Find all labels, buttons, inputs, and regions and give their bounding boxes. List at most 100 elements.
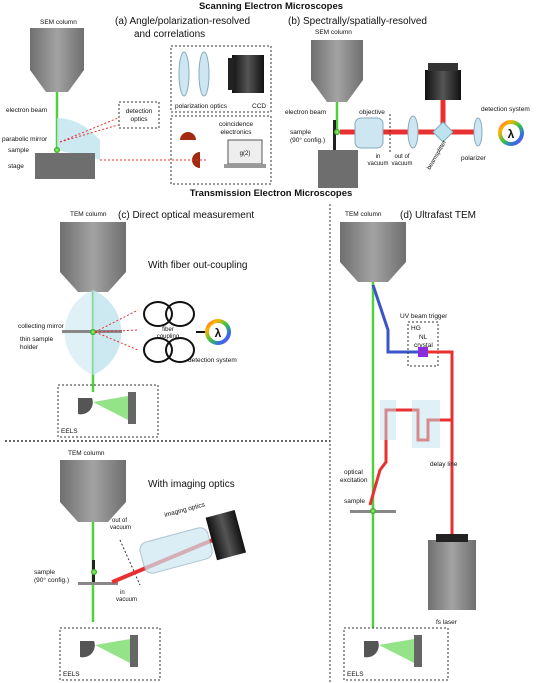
sem-column-b xyxy=(311,40,363,102)
eels-label-d: EELS xyxy=(347,671,364,678)
in-vacuum-label-c-2: vacuum xyxy=(116,597,137,603)
sample-c xyxy=(90,329,96,335)
parabolic-mirror-label: parabolic mirror xyxy=(2,136,48,143)
lens-b xyxy=(407,115,419,149)
thin-sample-label: thin sample xyxy=(20,336,54,343)
eels-beam-c2 xyxy=(95,639,130,663)
g2-label: g(2) xyxy=(240,151,251,157)
tem-column-label-c2: TEM column xyxy=(68,450,105,457)
electron-beam-label-a: electron beam xyxy=(6,107,47,114)
sem-column-label: SEM column xyxy=(40,19,77,26)
sem-column-label-b: SEM column xyxy=(315,29,352,36)
ray-c1 xyxy=(94,309,139,333)
coincidence-label-2: electronics xyxy=(220,129,252,136)
tem-column-c2 xyxy=(60,460,126,522)
sample-holder-c2 xyxy=(78,582,118,585)
eels-beam-d xyxy=(379,639,414,663)
thin-sample-label-2: holder xyxy=(20,344,39,351)
tem-header: Transmission Electron Microscopes xyxy=(190,188,353,199)
collecting-mirror-label: collecting mirror xyxy=(18,323,65,330)
eels-detector-c2 xyxy=(130,635,138,667)
fs-laser-label: fs laser xyxy=(436,619,458,626)
spectrometer-icon-b-inner xyxy=(502,124,520,142)
stage-label: stage xyxy=(8,163,24,170)
sample-label-c2-2: (90° config.) xyxy=(34,576,69,584)
imaging-optics-group xyxy=(111,509,247,584)
sample-label-a: sample xyxy=(8,147,29,154)
imaging-optics-tube xyxy=(139,527,213,574)
sem-header: Scanning Electron Microscopes xyxy=(199,1,343,12)
eels-magnet-d xyxy=(364,641,379,658)
hg-label: HG xyxy=(411,325,421,332)
polarizer-label: polarizer xyxy=(461,155,487,162)
detection-optics-label-2: optics xyxy=(131,116,149,123)
fs-laser-path xyxy=(428,350,454,540)
out-vacuum-label-b: out of xyxy=(394,154,409,160)
fiber-coupling-label: fiber xyxy=(162,327,174,333)
tem-column-c xyxy=(60,222,126,292)
delay-line-label: delay line xyxy=(430,461,458,468)
vacuum-boundary-c xyxy=(119,539,141,586)
sample-c2 xyxy=(91,569,97,575)
beamsplitter-label: beamsplitter xyxy=(427,140,449,171)
eels-box-d xyxy=(343,627,449,681)
eels-label-c2: EELS xyxy=(63,671,80,678)
nl-crystal-icon xyxy=(418,347,428,357)
tem-column-label-d: TEM column xyxy=(345,211,382,218)
ccd-label: CCD xyxy=(252,103,266,110)
out-vacuum-label-c-2: vacuum xyxy=(110,525,131,531)
fiber-coil-icon xyxy=(143,301,206,363)
in-vacuum-label-b-2: vacuum xyxy=(367,161,388,167)
out-vacuum-label-c: out of xyxy=(112,518,127,524)
sample-label-b: sample xyxy=(290,129,311,136)
nl-label: NL xyxy=(419,334,428,341)
polarization-box xyxy=(170,45,272,113)
eels-detector-d xyxy=(414,635,422,667)
camera-b-icon xyxy=(425,63,461,100)
lambda-c: λ xyxy=(215,326,222,340)
in-vacuum-label-c: in xyxy=(120,590,125,596)
stage-a xyxy=(35,153,95,179)
stage-b xyxy=(318,150,358,188)
panel-a-title: (a) Angle/polarization-resolved xyxy=(115,16,250,27)
fs-laser-icon xyxy=(428,534,476,610)
eels-magnet-c2 xyxy=(80,641,95,658)
eels-label-c: EELS xyxy=(61,428,78,435)
lambda-b: λ xyxy=(508,127,515,141)
fiber-coupling-label-2: coupling xyxy=(157,334,179,340)
camera-c2-icon xyxy=(205,509,247,561)
panel-d-title: (d) Ultrafast TEM xyxy=(400,210,476,221)
tem-column-d xyxy=(340,222,406,282)
objective-label: objective xyxy=(359,109,385,116)
out-vacuum-label-b-2: vacuum xyxy=(391,161,412,167)
delay-mirror-1 xyxy=(412,400,440,448)
ray-a1 xyxy=(59,117,119,143)
detection-system-label-c: detection system xyxy=(188,357,237,364)
ray-c2 xyxy=(94,329,139,333)
sample-d xyxy=(370,508,376,514)
sample-b xyxy=(334,129,340,135)
imaging-optics-label: imaging optics xyxy=(164,501,207,519)
nl-label-2: crystal xyxy=(414,342,433,349)
eels-beam-c xyxy=(93,396,128,420)
panel-c-title: (c) Direct optical measurement xyxy=(118,210,254,221)
delay-mirror-2 xyxy=(380,400,396,440)
hg-box xyxy=(407,321,439,367)
optical-excitation-label-2: excitation xyxy=(340,477,368,484)
sample-a xyxy=(54,147,60,153)
panel-b-title: (b) Spectrally/spatially-resolved xyxy=(288,16,427,27)
detector-icon-1 xyxy=(180,132,196,140)
polarization-lens-2 xyxy=(198,51,210,97)
ccd-camera-icon xyxy=(228,55,264,93)
objective-lens xyxy=(354,117,384,149)
parabolic-mirror-a xyxy=(57,118,100,160)
coincidence-box xyxy=(170,115,272,185)
polarization-lens-1 xyxy=(178,51,190,97)
sample-label-c2: sample xyxy=(34,569,55,576)
sem-column-a xyxy=(30,28,84,92)
electron-beam-label-b: electron beam xyxy=(285,109,326,116)
detection-optics-box xyxy=(118,101,160,129)
computer-icon xyxy=(224,139,266,168)
beamsplitter-icon xyxy=(432,121,454,143)
